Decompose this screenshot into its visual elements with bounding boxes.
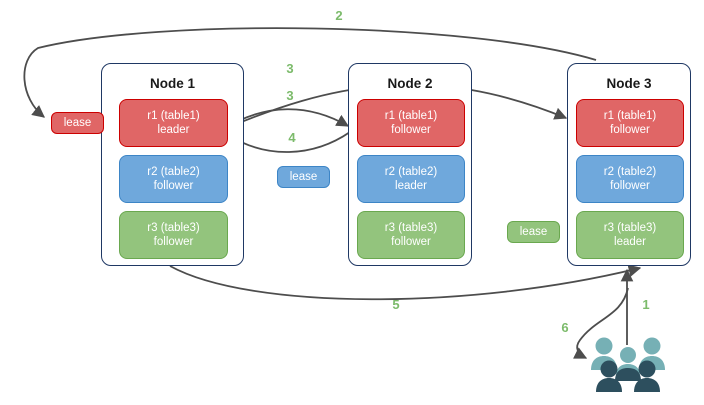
replica-n3r1-line1: r1 (table1) [603, 110, 657, 122]
replica-n2r1-line2: follower [391, 124, 431, 136]
replica-n1r1-line2: leader [157, 124, 190, 136]
replica-n1r1[interactable]: r1 (table1) leader [119, 99, 228, 147]
replica-n1r2-line1: r2 (table2) [147, 166, 200, 178]
replica-n3r3[interactable]: r3 (table3) leader [576, 211, 684, 259]
node-1-container[interactable]: Node 1 r1 (table1) leader r2 (table2) fo… [101, 63, 244, 266]
replica-n3r3-line2: leader [614, 236, 646, 248]
replica-n2r1[interactable]: r1 (table1) follower [357, 99, 465, 147]
replica-n1r3[interactable]: r3 (table3) follower [119, 211, 228, 259]
edge-label-6: 6 [561, 320, 569, 335]
replica-n1r1-line1: r1 (table1) [147, 110, 200, 122]
edge-label-3-long: 3 [286, 61, 294, 76]
edge-label-2: 2 [335, 8, 343, 23]
replica-n1r2[interactable]: r2 (table2) follower [119, 155, 228, 203]
edge-6-path [573, 287, 629, 359]
node-3-title: Node 3 [606, 76, 652, 91]
edge-2-path [23, 27, 597, 118]
replica-n2r3-line1: r3 (table3) [384, 222, 438, 234]
edge-label-4: 4 [288, 130, 296, 145]
edge-label-1: 1 [642, 297, 650, 312]
replica-n3r1-line2: follower [610, 124, 650, 136]
replica-n2r3-line2: follower [391, 236, 431, 248]
replica-n3r2-line2: follower [610, 180, 650, 192]
replica-n3r2-line1: r2 (table2) [603, 166, 657, 178]
lease-table2[interactable]: lease [277, 166, 330, 188]
replica-n2r2-line2: leader [395, 180, 427, 192]
replica-n3r3-line1: r3 (table3) [603, 222, 657, 234]
replica-n3r1[interactable]: r1 (table1) follower [576, 99, 684, 147]
replica-n2r1-line1: r1 (table1) [384, 110, 438, 122]
replica-n3r2[interactable]: r2 (table2) follower [576, 155, 684, 203]
replica-n1r2-line2: follower [153, 180, 194, 192]
lease-table3[interactable]: lease [507, 221, 560, 243]
replica-n1r3-line1: r3 (table3) [147, 222, 200, 234]
node-3-container[interactable]: Node 3 r1 (table1) follower r2 (table2) … [567, 63, 691, 266]
lease-table1[interactable]: lease [51, 112, 104, 134]
node-2-container[interactable]: Node 2 r1 (table1) follower r2 (table2) … [348, 63, 472, 266]
node-2-title: Node 2 [387, 76, 433, 91]
edge-label-3-short: 3 [286, 88, 294, 103]
node-1-title: Node 1 [149, 76, 195, 91]
replica-n2r2-line1: r2 (table2) [384, 166, 438, 178]
edge-5-path [169, 264, 642, 301]
replica-n2r2[interactable]: r2 (table2) leader [357, 155, 465, 203]
replica-n2r3[interactable]: r3 (table3) follower [357, 211, 465, 259]
replica-n1r3-line2: follower [153, 236, 194, 248]
edge-label-5: 5 [392, 297, 400, 312]
users-group-icon [591, 337, 665, 392]
